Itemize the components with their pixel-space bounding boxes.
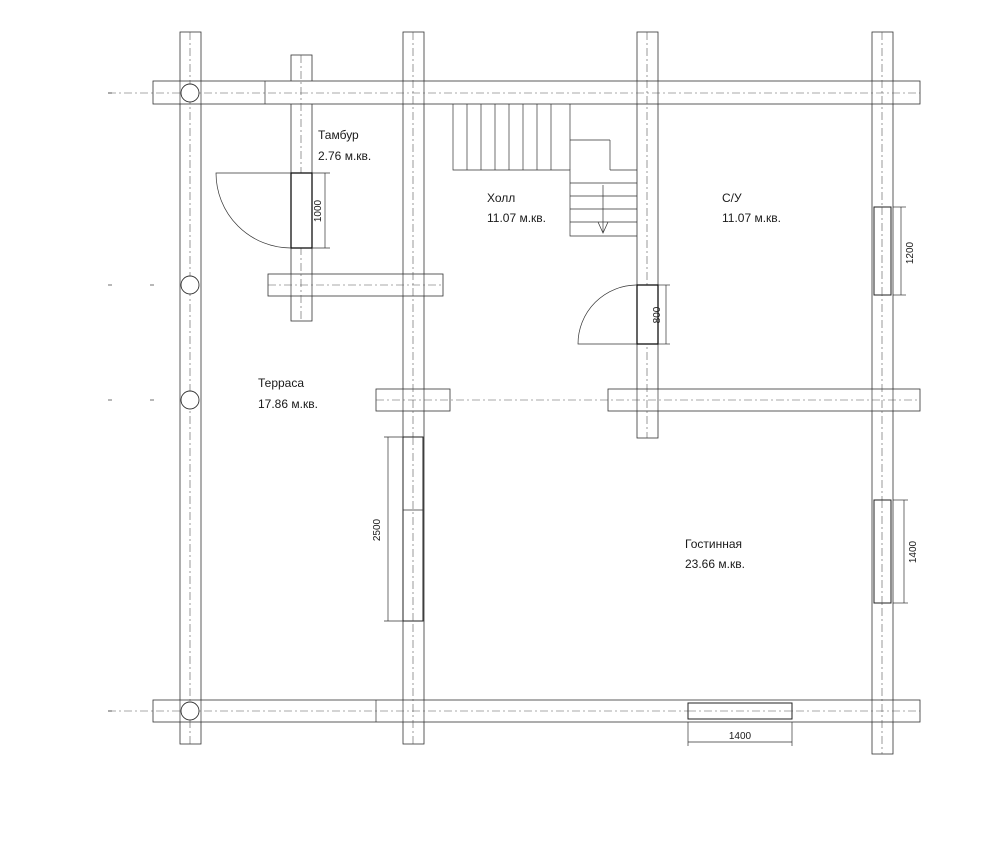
dim-window-living-right: 1400 <box>908 540 919 563</box>
room-name-su: С/У <box>722 191 742 205</box>
column-circle <box>180 701 200 721</box>
wall-v-1 <box>179 31 202 745</box>
room-area-hall: 11.07 м.кв. <box>487 211 546 225</box>
dim-window-su: 1200 <box>905 241 916 264</box>
window-living-right: 1400 <box>873 499 919 604</box>
column-circle <box>180 275 200 295</box>
staircase <box>452 104 637 237</box>
stair-arrow-head <box>597 221 609 234</box>
column-circle <box>180 83 200 103</box>
dim-window-living-bottom: 1400 <box>729 731 752 742</box>
dim-door-su: 800 <box>652 306 663 323</box>
room-labels: Тамбур 2.76 м.кв. Холл 11.07 м.кв. С/У 1… <box>258 128 781 571</box>
room-area-tambur: 2.76 м.кв. <box>318 149 371 163</box>
door-tambur: 1000 <box>215 172 330 249</box>
wall-v-3 <box>402 31 425 745</box>
columns <box>180 83 200 721</box>
wall-h-top <box>152 80 921 105</box>
door-su: 800 <box>577 284 670 345</box>
room-area-su: 11.07 м.кв. <box>722 211 781 225</box>
room-name-hall: Холл <box>487 191 515 205</box>
axis-ticks <box>108 92 154 712</box>
room-name-terrace: Терраса <box>258 376 304 390</box>
dim-door-tambur: 1000 <box>313 199 324 222</box>
room-area-living: 23.66 м.кв. <box>685 557 745 571</box>
column-circle <box>180 390 200 410</box>
room-name-tambur: Тамбур <box>318 128 359 142</box>
window-su: 1200 <box>873 206 916 296</box>
window-living-bottom: 1400 <box>687 702 793 746</box>
axis-lines <box>108 32 920 754</box>
room-area-terrace: 17.86 м.кв. <box>258 397 318 411</box>
room-name-living: Гостинная <box>685 537 742 551</box>
window-terrace: 2500 <box>372 436 424 622</box>
dim-window-terrace: 2500 <box>372 518 383 541</box>
